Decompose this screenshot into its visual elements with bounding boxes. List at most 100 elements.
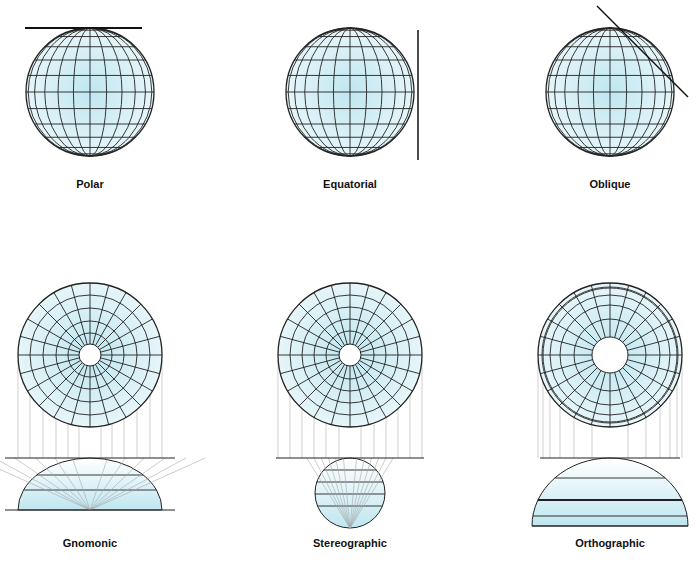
parallel bbox=[73, 153, 106, 154]
meridian-ray bbox=[280, 358, 339, 374]
projection-line bbox=[422, 360, 423, 458]
projection-label: Gnomonic bbox=[63, 537, 117, 549]
parallel bbox=[555, 60, 666, 61]
parallel bbox=[578, 36, 642, 37]
globe-outline bbox=[286, 28, 414, 156]
projection-ray bbox=[314, 458, 350, 528]
projection-ray bbox=[307, 458, 350, 528]
parallel bbox=[565, 137, 656, 138]
parallel bbox=[73, 30, 106, 31]
meridian-ray bbox=[54, 365, 85, 418]
meridian-ray bbox=[331, 285, 347, 344]
meridian-ray bbox=[39, 304, 82, 347]
parallel bbox=[318, 506, 383, 507]
hemisphere bbox=[532, 458, 688, 526]
globe-outline bbox=[546, 28, 674, 156]
meridian-ray bbox=[96, 293, 127, 346]
globe bbox=[26, 28, 154, 156]
projection-ray bbox=[90, 458, 165, 510]
meridian-ray bbox=[540, 336, 592, 350]
meridian-ray bbox=[627, 336, 679, 350]
aspect-label: Polar bbox=[76, 178, 104, 190]
projection-line bbox=[162, 360, 163, 458]
meridian-ray bbox=[356, 293, 387, 346]
projection-plane bbox=[540, 458, 680, 459]
meridian-ray bbox=[98, 363, 141, 406]
projection-ray bbox=[350, 458, 379, 528]
parallel bbox=[593, 153, 626, 154]
meridian-ray bbox=[299, 304, 342, 347]
parallel bbox=[288, 75, 412, 76]
meridian-ray bbox=[288, 319, 341, 350]
pole-hole bbox=[592, 337, 628, 373]
projection-ray bbox=[0, 458, 90, 510]
parallel bbox=[333, 153, 366, 154]
meridian-ray bbox=[538, 355, 592, 356]
tangent-plane bbox=[597, 6, 688, 97]
projection-ray bbox=[350, 458, 393, 528]
projection-ray bbox=[0, 458, 90, 510]
parallel bbox=[555, 478, 665, 479]
parallel bbox=[324, 470, 377, 471]
stereographic-section bbox=[276, 458, 424, 528]
aspect-label: Equatorial bbox=[323, 178, 377, 190]
meridian-ray bbox=[20, 358, 79, 374]
projection-plane bbox=[276, 458, 424, 459]
meridian-ray bbox=[100, 361, 153, 392]
parallel bbox=[565, 46, 656, 47]
meridian-ray bbox=[350, 283, 351, 344]
orthographic-section bbox=[532, 458, 688, 526]
meridian-ray bbox=[353, 366, 369, 425]
meridian-ray bbox=[39, 363, 82, 406]
pole-hole bbox=[339, 344, 361, 366]
parallel bbox=[24, 490, 157, 491]
meridian-ray bbox=[71, 285, 87, 344]
map-outline bbox=[18, 283, 162, 427]
meridian-ray bbox=[361, 355, 422, 356]
meridian-ray bbox=[361, 336, 420, 352]
projection-label: Orthographic bbox=[575, 537, 645, 549]
globe bbox=[546, 28, 674, 156]
parallel bbox=[26, 92, 154, 93]
projection-line bbox=[538, 360, 539, 458]
meridian-ray bbox=[627, 360, 679, 374]
projection-ray bbox=[36, 458, 90, 510]
projection-plane bbox=[5, 458, 175, 459]
meridian-ray bbox=[90, 366, 91, 427]
parallel bbox=[45, 137, 136, 138]
pole-hole bbox=[79, 344, 101, 366]
projection-line bbox=[682, 360, 683, 458]
parallel bbox=[286, 92, 414, 93]
parallel bbox=[318, 36, 382, 37]
globe bbox=[286, 28, 414, 156]
tangent-plane bbox=[417, 30, 419, 160]
parallel bbox=[315, 494, 385, 495]
meridian-ray bbox=[591, 285, 605, 337]
meridian-ray bbox=[314, 365, 345, 418]
parallel bbox=[578, 147, 642, 148]
projection-line bbox=[278, 360, 279, 458]
parallel bbox=[548, 75, 672, 76]
globe-outline bbox=[26, 28, 154, 156]
meridian-ray bbox=[101, 355, 162, 356]
meridian-ray bbox=[350, 366, 351, 427]
parallel bbox=[58, 147, 122, 148]
parallel bbox=[28, 75, 152, 76]
meridian-ray bbox=[358, 304, 401, 347]
parallel bbox=[546, 92, 674, 93]
parallel bbox=[295, 124, 406, 125]
parallel bbox=[555, 124, 666, 125]
meridian-ray bbox=[591, 372, 605, 424]
parallel bbox=[305, 46, 396, 47]
meridian-ray bbox=[628, 355, 682, 356]
projection-line bbox=[18, 360, 19, 458]
meridian-ray bbox=[610, 283, 611, 337]
meridian-ray bbox=[540, 360, 592, 374]
projection-ray bbox=[321, 458, 350, 528]
meridian-ray bbox=[358, 363, 401, 406]
projection-ray bbox=[336, 458, 350, 528]
projection-ray bbox=[90, 458, 205, 510]
projection-ray bbox=[328, 458, 350, 528]
parallel bbox=[333, 30, 366, 31]
